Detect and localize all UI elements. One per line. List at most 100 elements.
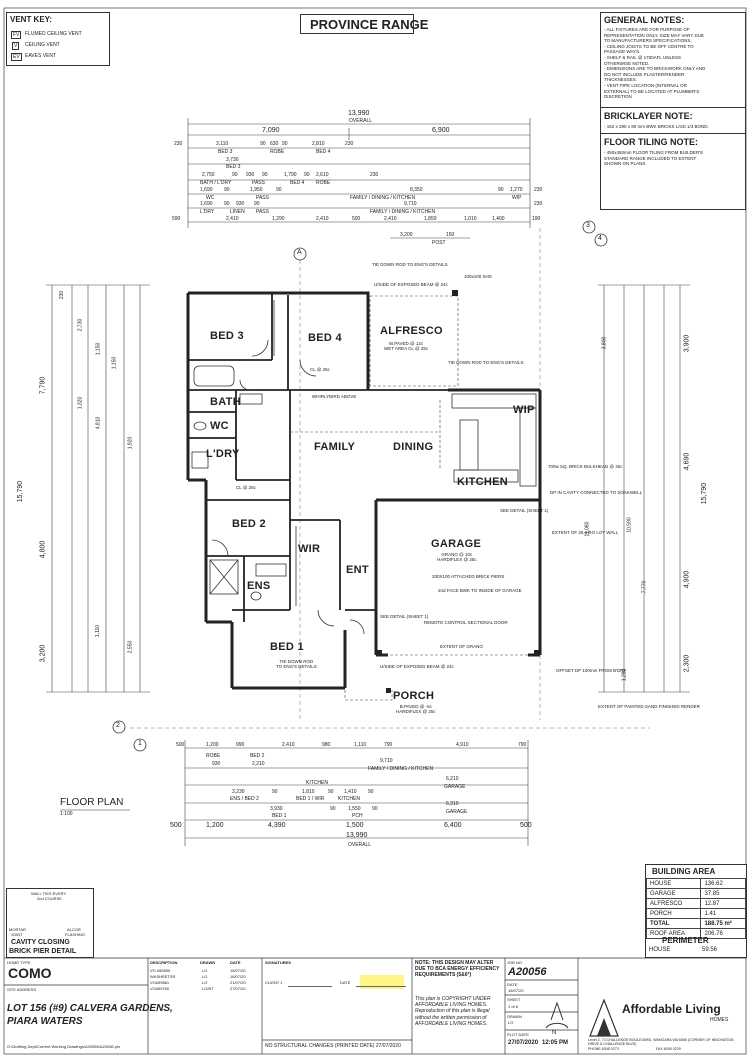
copyright-note: This plan is COPYRIGHT UNDER AFFORDABLE … [415,996,503,1027]
dim-right: 3,800 [601,336,608,350]
note-line: EXTERNAL) TO BE LOCATED AT PLUMBER'S [604,88,700,94]
dim-text: 630 [270,141,279,147]
grid-marker: 3 [586,222,590,229]
note-line: - ALL FIXTURES ARE FOR PURPOSE OF [604,27,690,32]
plan-note: TIE DOWN ROD TO ENG'S DETAILS [448,360,524,365]
dim-text: 500 [352,216,361,222]
company-phone: PHONE 6305 0273 [588,1047,619,1051]
dim-left: 1,150 [95,342,102,356]
dim-text: 90 [498,187,504,193]
sheet-value: 1 of 6 [508,1004,519,1009]
signature-highlight [360,975,404,989]
dim-text: 90 [254,201,260,207]
area-label: ALFRESCO [645,898,702,909]
plan-note: WHIRLYBIRD ABOVE [312,394,357,399]
dim-label: BED 3 [226,164,241,170]
energy-note: NOTE: THIS DESIGN MAY ALTER DUE TO BCA E… [415,960,503,978]
plan-note: EXTENT OF 25.0 RO LOT WALL [552,530,619,535]
room-laundry-sub: CL @ 25c [236,485,256,490]
desc-cell: VO #55590 [150,968,171,973]
dim-text: 230 [370,172,379,178]
dim-left: 1,110 [95,624,102,638]
dim-text: 90 [282,141,288,147]
grid-marker: 2 [116,722,120,729]
grid-marker: A [297,249,302,256]
note-line: STANDARD RANGE INCLUDED TO EXTENT [604,155,697,161]
dim-label: GARAGE [444,784,466,790]
dim-left: 230 [59,290,66,300]
plan-note: EXTENT OF GRANO [440,644,483,649]
dim-text: 1,550 [348,806,361,812]
room-porch: PORCH [393,690,435,702]
dim-text: 1,290 [272,216,285,222]
dim-right: 7,770 [641,580,648,594]
dim-label: PASS [256,209,269,215]
vent-label: EAVES VENT [25,53,57,59]
company-name: Affordable Living [622,1002,721,1016]
dim-overall-label: OVERALL [348,842,372,848]
dim-text: 2,410 [282,742,295,748]
plan-note: U/SIDE OF EXPOSED BEAM @ 24c [374,282,448,287]
cavity-caption: FLASHING [65,932,86,937]
dim-text: 90 [304,172,310,178]
signatures-label: SIGNATURES [265,960,291,965]
desc-header: DESCRIPTION [150,960,178,965]
dim-label: PCH [352,813,363,819]
job-no: A20056 [508,966,547,978]
dim-left: 3,200 [39,644,47,663]
dim-text: 1,690 [200,201,213,207]
floor-plan-title: FLOOR PLAN [60,797,124,808]
cavity-caption: JOINT [11,932,23,937]
desc-cell: WKSHEETSR [150,974,176,979]
grid-marker: 4 [598,235,602,242]
room-bed-2: BED 2 [232,518,266,530]
note-line: OTHERWISE NOTED. [604,60,650,66]
dim-right: 2,300 [683,654,691,673]
dim-text: 4,390 [268,822,286,829]
area-label: HOUSE [645,878,702,889]
dim-label: BED 3 [218,149,233,155]
drawn-label: DRAWN [507,1014,522,1019]
dim-text: 6,310 [446,801,459,807]
dim-text: 190 [532,216,541,222]
room-kitchen: KITCHEN [457,476,508,488]
desc-cell: 16/07/20 [230,974,246,979]
dim-text: 2,410 [226,216,239,222]
vent-symbol: EV [11,53,22,61]
dim-text: 230 [174,141,183,147]
desc-cell: LO [202,980,208,985]
dim-text: 500 [176,742,185,748]
note-line: - SHELF & RAIL @ 1750AFL UNLESS [604,54,682,60]
dim-label: KITCHEN [306,780,328,786]
dim-label: PASS [252,180,265,186]
dim-text: 2,810 [312,141,325,147]
site-line-2: PIARA WATERS [7,1016,83,1027]
note-line: PASSAGE WAYS. [604,49,641,55]
note-line: DISCRETION [604,94,632,100]
area-label: TOTAL [645,918,702,929]
plot-date-label: PLOT DATE [507,1032,529,1037]
dim-left: 1,320 [77,396,84,410]
dim-label: FAMILY / DINING / KITCHEN [350,195,416,201]
signature-line [288,986,332,987]
vent-symbol: V [12,42,20,50]
dim-text: 1,950 [250,187,263,193]
plan-note: SEE DETAIL (SHEET 1) [380,614,429,619]
dim-text: 90 [224,201,230,207]
desc-cell: VO#59760 [150,986,170,991]
desc-cell: LO/BT [202,986,214,991]
plan-note: TIE DOWN ROD TO ENG'S DETAILS [372,262,448,267]
plot-time: 12:05 PM [542,1040,569,1046]
dim-right: 4,900 [683,570,691,589]
dim-label: LINEN [230,209,245,215]
dim-label: FAMILY / DINING / KITCHEN [368,766,434,772]
note-line: THICKNESSES. [604,77,638,83]
dim-text: 230 [345,141,354,147]
vent-key-title: VENT KEY: [10,15,53,24]
plan-note: SEE DETAIL (SHEET 1) [500,508,549,513]
cavity-caption: 2nd COURSE [37,896,62,901]
dim-left: 4,810 [95,416,102,430]
